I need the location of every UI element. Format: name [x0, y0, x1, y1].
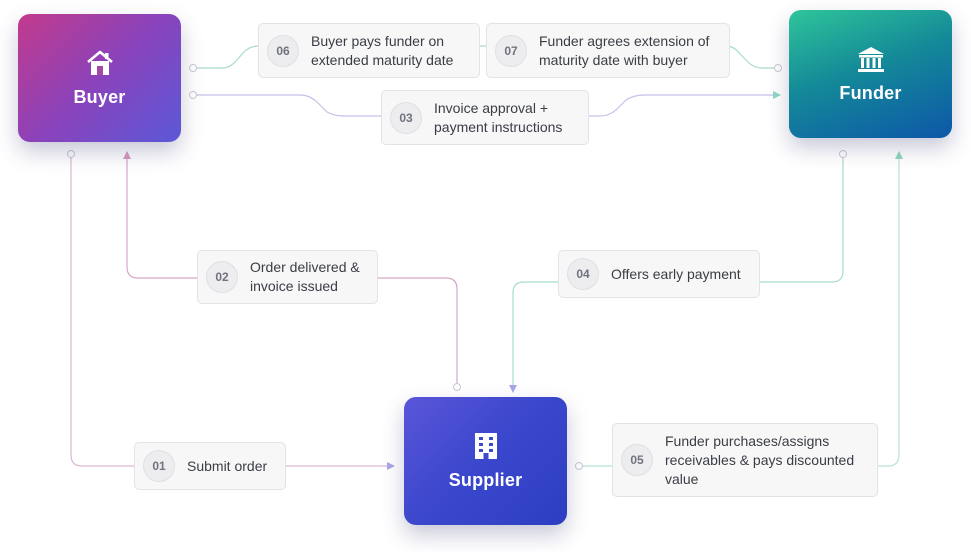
step-text: Invoice approval + payment instructions [434, 99, 563, 135]
step-number: 02 [206, 261, 238, 293]
step-number: 03 [390, 101, 422, 134]
step-07: 07 Funder agrees extension of maturity d… [486, 23, 730, 78]
buyer-label: Buyer [73, 86, 126, 107]
step-number: 05 [621, 444, 653, 476]
connector-01 [70, 154, 395, 470]
supplier-label: Supplier [448, 469, 523, 490]
connector-05 [579, 151, 903, 467]
step-text: Funder purchases/assigns receivables & p… [665, 432, 855, 487]
buyer-node: Buyer [18, 14, 181, 142]
step-text: Offers early payment [611, 265, 741, 282]
step-04: 04 Offers early payment [558, 250, 760, 298]
step-01: 01 Submit order [134, 442, 286, 490]
step-number: 07 [495, 34, 527, 67]
step-02: 02 Order delivered & invoice issued [197, 250, 378, 304]
office-building-icon [474, 432, 497, 459]
step-text: Order delivered & invoice issued [250, 259, 360, 294]
funder-label: Funder [839, 82, 902, 103]
bank-icon [857, 46, 884, 72]
supplier-node: Supplier [404, 397, 567, 525]
funder-node: Funder [789, 10, 952, 138]
step-number: 06 [267, 34, 299, 67]
step-text: Submit order [187, 457, 268, 474]
step-number: 04 [567, 258, 599, 290]
step-text: Funder agrees extension of maturity date… [539, 32, 710, 68]
house-icon [86, 50, 113, 75]
step-03: 03 Invoice approval + payment instructio… [381, 90, 589, 145]
step-05: 05 Funder purchases/assigns receivables … [612, 423, 878, 497]
step-text: Buyer pays funder on extended maturity d… [311, 32, 454, 68]
step-06: 06 Buyer pays funder on extended maturit… [258, 23, 480, 78]
step-number: 01 [143, 450, 175, 482]
